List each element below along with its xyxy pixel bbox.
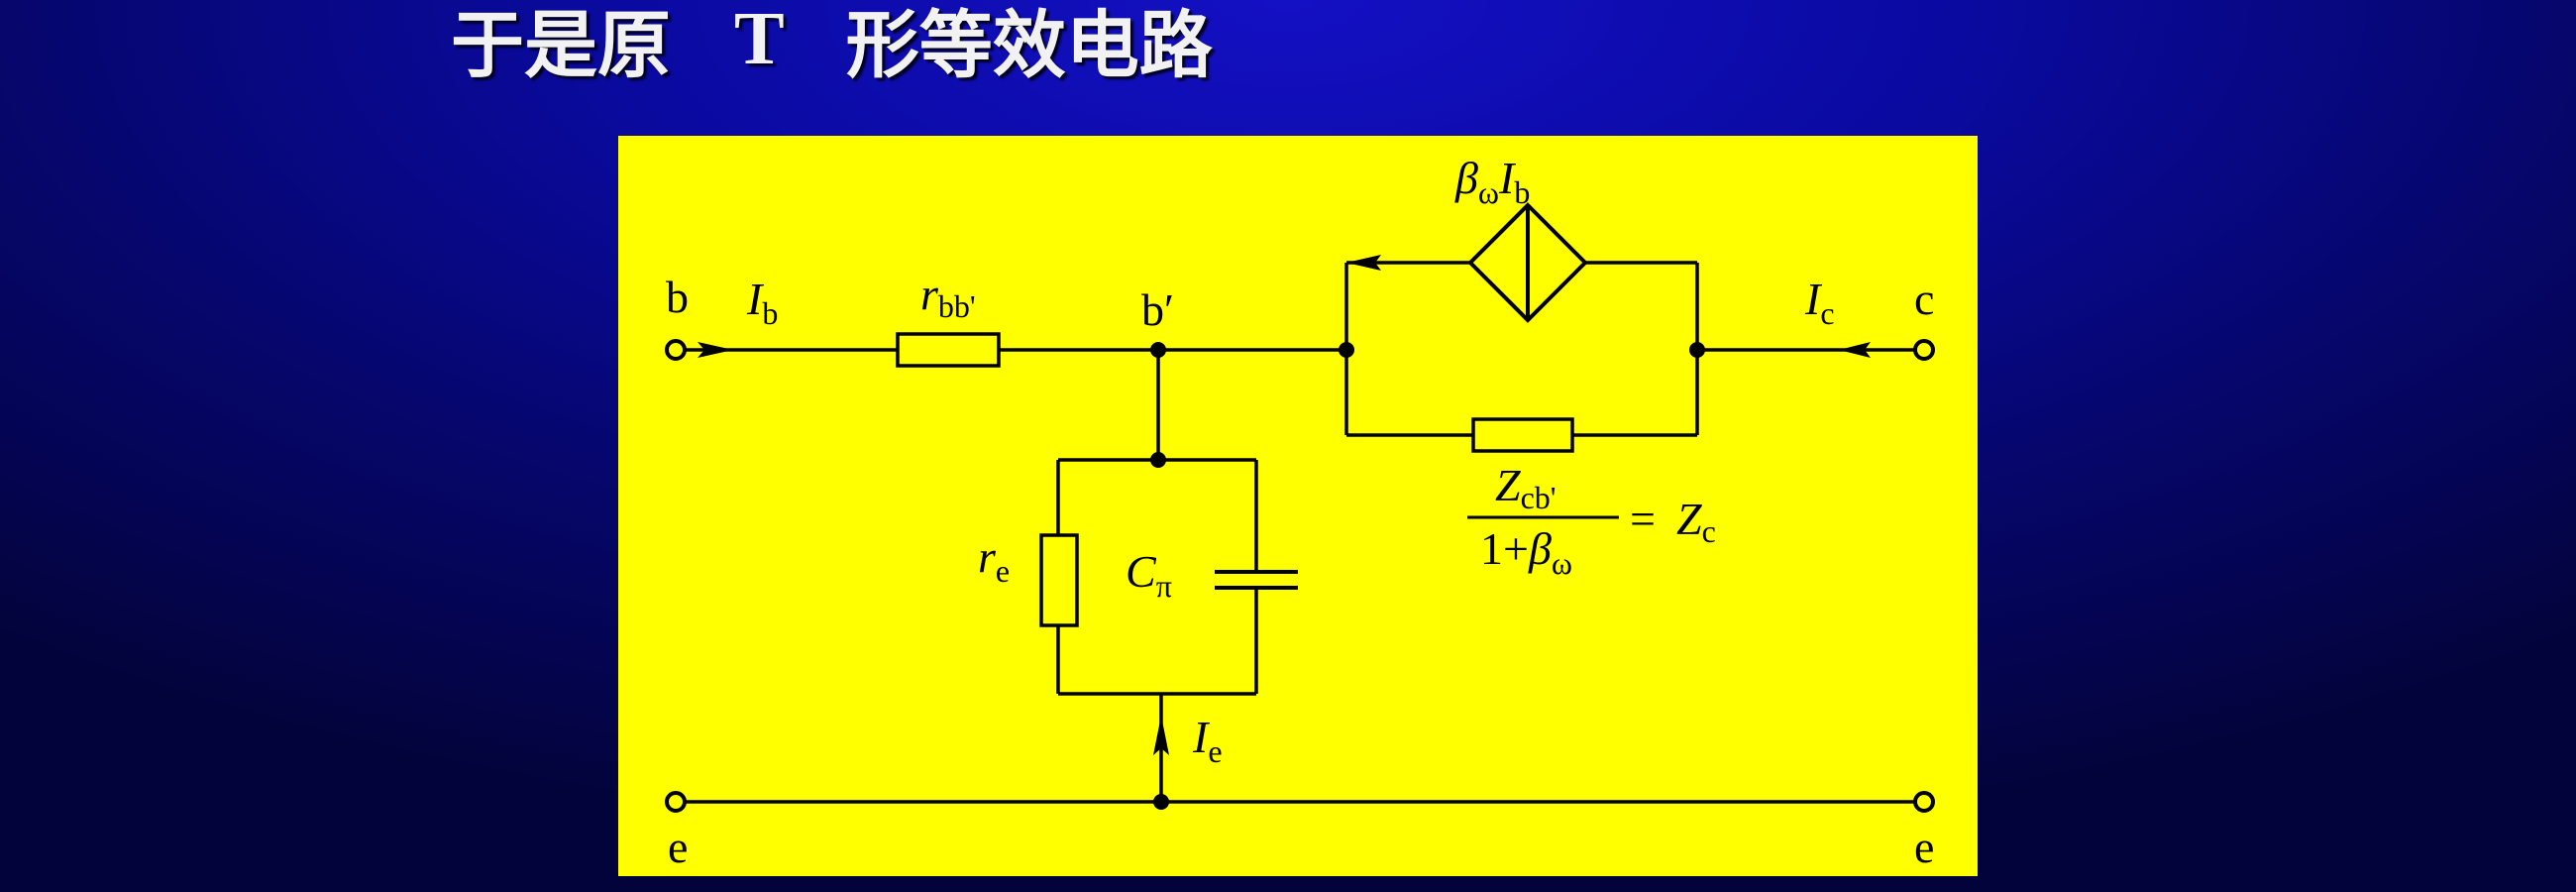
ie-arrow-icon — [1153, 716, 1169, 755]
node-bprime-dot — [1150, 342, 1166, 358]
title-suffix: 形等效电路 — [845, 2, 1213, 88]
label-ie: Ie — [1192, 712, 1223, 769]
equivalent-circuit-diagram: b c e e b′ Ib rbb' Ic βωIb re Cπ Ie Zcb'… — [665, 153, 1935, 872]
node-emitter-dot — [1153, 794, 1169, 810]
formula-equals: = — [1630, 494, 1656, 544]
circuit-panel: b c e e b′ Ib rbb' Ic βωIb re Cπ Ie Zcb'… — [618, 136, 1978, 876]
label-source: βωIb — [1454, 153, 1530, 210]
wires — [676, 261, 1924, 804]
terminal-b — [665, 339, 687, 361]
formula-numerator: Zcb' — [1495, 460, 1556, 515]
label-b: b — [666, 272, 689, 322]
cpi-capacitor — [1215, 570, 1298, 590]
label-re: re — [978, 531, 1010, 589]
ic-arrow-icon — [1839, 342, 1871, 358]
terminal-e-right — [1913, 791, 1935, 813]
label-c: c — [1914, 274, 1934, 324]
slide-title: 于是原 T 形等效电路 — [451, 0, 1213, 88]
title-letter: T — [734, 0, 785, 80]
label-e-right: e — [1914, 822, 1934, 872]
zc-resistor — [1471, 417, 1574, 453]
node-source-left-dot — [1339, 342, 1354, 358]
impedance-formula: Zcb' 1+βω = Zc — [1467, 460, 1716, 581]
label-bprime: b′ — [1141, 284, 1174, 335]
re-resistor — [1039, 533, 1079, 627]
label-cpi: Cπ — [1126, 546, 1172, 604]
formula-result: Zc — [1676, 494, 1716, 549]
label-ic: Ic — [1804, 274, 1835, 331]
node-source-right-dot — [1689, 342, 1705, 358]
current-arrows — [698, 255, 1871, 755]
label-e-left: e — [668, 822, 688, 872]
label-ib: Ib — [746, 274, 778, 331]
rbb-resistor — [896, 332, 1001, 368]
terminal-e-left — [665, 791, 687, 813]
terminals — [665, 339, 1935, 813]
source-arrow-icon — [1346, 255, 1381, 271]
ib-arrow-icon — [698, 342, 733, 358]
formula-denominator: 1+βω — [1480, 523, 1572, 581]
circuit-labels: b c e e b′ Ib rbb' Ic βωIb re Cπ Ie — [666, 153, 1934, 872]
label-rbb: rbb' — [920, 269, 976, 324]
junction-dots — [1150, 342, 1705, 810]
node-left-branch-dot — [1150, 452, 1166, 468]
dependent-current-source — [1467, 202, 1588, 323]
title-prefix: 于是原 — [451, 2, 671, 88]
terminal-c — [1913, 339, 1935, 361]
